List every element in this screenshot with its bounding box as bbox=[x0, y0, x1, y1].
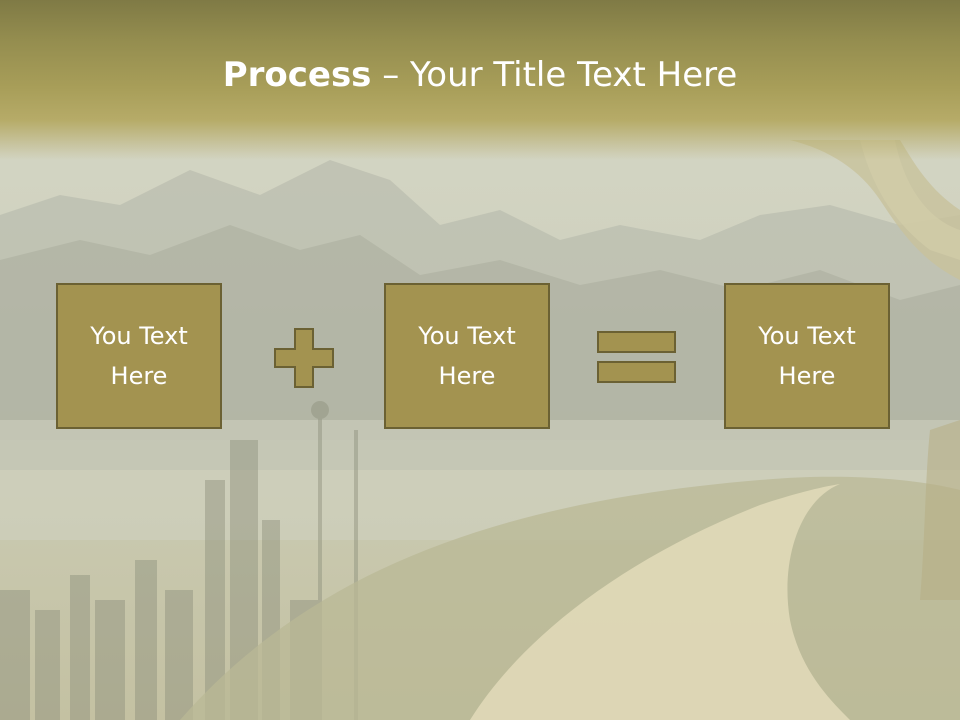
road bbox=[470, 484, 850, 720]
tree-trunk bbox=[790, 140, 960, 280]
process-box-1[interactable]: You Text Here bbox=[56, 283, 222, 429]
process-box-3-text: You Text Here bbox=[758, 322, 856, 390]
process-box-2-text: You Text Here bbox=[418, 322, 516, 390]
process-box-3[interactable]: You Text Here bbox=[724, 283, 890, 429]
title-band bbox=[0, 0, 960, 160]
title-rest-text: – Your Title Text Here bbox=[371, 55, 738, 95]
slide-title[interactable]: Process – Your Title Text Here bbox=[0, 52, 960, 98]
equals-icon bbox=[597, 331, 676, 383]
plus-icon bbox=[274, 328, 334, 388]
process-box-2[interactable]: You Text Here bbox=[384, 283, 550, 429]
process-box-1-text: You Text Here bbox=[90, 322, 188, 390]
title-bold-text: Process bbox=[222, 55, 372, 95]
